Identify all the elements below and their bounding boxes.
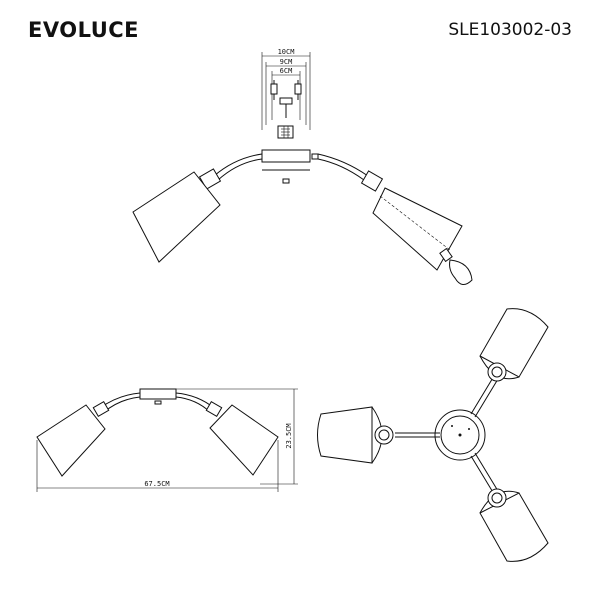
top-upper-shade xyxy=(479,308,549,378)
canopy xyxy=(261,149,311,163)
model-number: SLE103002-03 xyxy=(448,20,572,40)
dim-total-width: 67.5CM xyxy=(144,480,169,488)
side-elevation: 23.5CM 67.5CM xyxy=(36,388,298,492)
side-canopy xyxy=(139,388,177,400)
side-left-shade xyxy=(36,404,106,477)
mounting-bracket-detail: 10CM 9CM 6CM xyxy=(261,48,311,139)
side-right-shade xyxy=(209,404,279,476)
left-shade xyxy=(132,171,221,263)
dim-mount-outer: 10CM xyxy=(278,48,295,56)
dim-mount-middle: 9CM xyxy=(280,58,293,66)
top-view xyxy=(317,308,549,562)
dim-mount-inner: 6CM xyxy=(280,67,293,75)
top-left-shade xyxy=(317,406,373,464)
exploded-view xyxy=(132,149,473,285)
right-shade xyxy=(372,187,463,271)
light-bulb-icon xyxy=(439,247,473,285)
top-lower-shade xyxy=(479,492,549,562)
brand-logo: EVOLUCE xyxy=(28,18,140,42)
dim-height: 23.5CM xyxy=(285,423,293,448)
